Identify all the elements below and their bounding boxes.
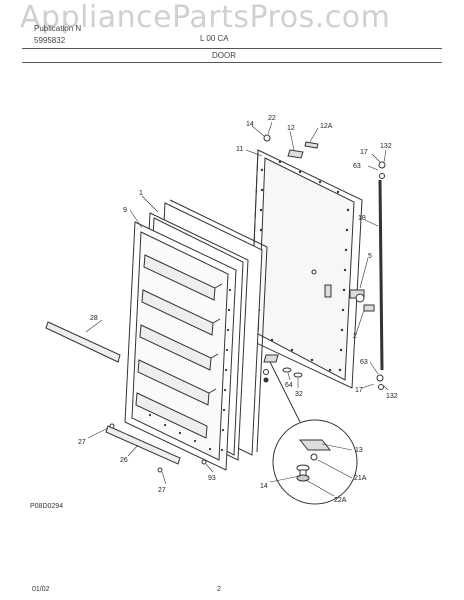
model-label: L 00 CA [200,34,229,43]
label-22: 22 [268,115,276,122]
footer-page: 2 [217,586,221,593]
trim-strip-28 [45,321,121,363]
label-27-bottom: 27 [158,487,166,494]
label-1: 1 [139,190,143,197]
top-screw [263,134,271,142]
lock-part [324,284,332,298]
trim-strip-26 [105,425,181,465]
publication-label: Publication N [34,24,82,33]
top-bracket [287,149,304,159]
header-rule-top [22,48,442,49]
label-64: 64 [285,382,293,389]
label-21a: 21A [354,475,367,482]
label-2: 2 [353,333,357,340]
label-5: 5 [368,253,372,260]
label-14: 14 [246,121,254,128]
label-27-left: 27 [78,439,86,446]
liner-shelves [135,254,223,439]
label-12a: 12A [320,123,333,130]
label-63-bottom: 63 [360,359,368,366]
label-26: 26 [120,457,128,464]
top-bushing [378,161,386,169]
label-22a: 22A [334,497,347,504]
label-11: 11 [236,146,243,153]
label-17-top: 17 [360,149,368,156]
label-93: 93 [208,475,216,482]
label-28: 28 [90,315,98,322]
publication-number: 5995832 [34,36,66,45]
label-13: 13 [355,447,363,454]
callout-labels: 1 9 14 22 12 12A 11 17 132 63 18 5 2 63 … [78,115,398,504]
bottom-bushing [376,374,384,382]
label-14-detail: 14 [260,483,268,490]
label-12: 12 [287,125,295,132]
hinge-detail-circle [272,419,358,505]
label-18: 18 [358,215,366,222]
label-9: 9 [123,207,127,214]
footer-date: 01/02 [32,586,50,593]
header-rule-bottom [22,62,442,63]
watermark: AppliancePartsPros.com [20,0,391,35]
label-132-top: 132 [380,143,392,150]
hinge-rod [378,179,384,371]
page-title: DOOR [212,51,236,60]
label-32: 32 [295,391,303,398]
label-17-bottom: 17 [355,387,363,394]
label-132-bottom: 132 [386,393,398,400]
drawing-code: P08D0294 [30,503,64,510]
label-63-top: 63 [353,163,361,170]
